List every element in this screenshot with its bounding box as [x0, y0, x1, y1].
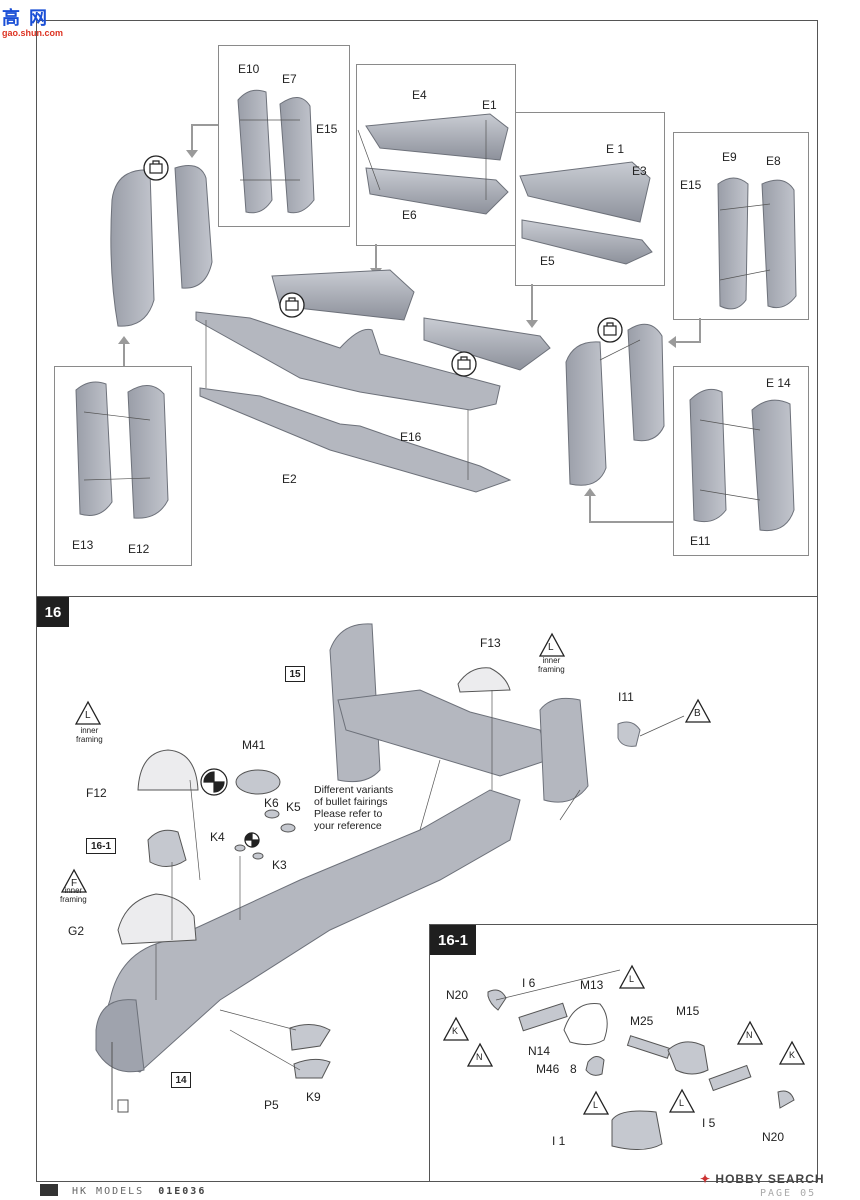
label-8: 8	[570, 1062, 577, 1076]
watermark-text: 高 网	[2, 8, 50, 28]
footer-brand-name: HK MODELS	[72, 1186, 145, 1197]
tri-n1: N	[476, 1052, 483, 1062]
label-m41: M41	[242, 738, 266, 752]
brand-mark	[40, 1184, 58, 1196]
label-f12: F12	[86, 786, 107, 800]
label-m25: M25	[630, 1014, 654, 1028]
label-k5: K5	[286, 800, 301, 814]
label-m15: M15	[676, 1004, 700, 1018]
label-i11: I11	[618, 690, 634, 704]
bullet-fairing-note: Different variants of bullet fairings Pl…	[314, 784, 394, 832]
label-e4: E4	[412, 88, 427, 102]
tri-k1: K	[452, 1026, 459, 1036]
tri-k2: K	[789, 1050, 796, 1060]
label-k9: K9	[306, 1090, 321, 1104]
label-i5: I 5	[702, 1116, 716, 1130]
label-f13: F13	[480, 636, 501, 650]
label-i6: I 6	[522, 976, 536, 990]
label-n20b: N20	[762, 1130, 785, 1144]
label-k3: K3	[272, 858, 287, 872]
site-name: HOBBY SEARCH	[715, 1172, 825, 1186]
label-k6: K6	[264, 796, 279, 810]
tri-n2: N	[746, 1030, 753, 1040]
label-e8: E8	[766, 154, 781, 168]
fin-left-pair	[110, 165, 213, 327]
label-e16: E16	[400, 430, 422, 444]
tri-l2: L	[679, 1098, 685, 1108]
page-frame	[36, 20, 818, 1182]
direction-icon	[200, 768, 260, 848]
label-m13: M13	[580, 978, 604, 992]
ref-step-15: 15	[285, 666, 305, 682]
site-logo: ✦ HOBBY SEARCH	[700, 1172, 825, 1186]
watermark-url: gao.shun.com	[2, 28, 64, 38]
label-e3: E3	[632, 164, 647, 178]
tri-l-letter: L	[548, 642, 554, 653]
label-k4: K4	[210, 830, 225, 844]
label-e1b: E 1	[606, 142, 625, 156]
tri-f-sub: inner framing	[60, 886, 87, 904]
step-number-16-1: 16-1	[430, 925, 476, 955]
footer-brand: HK MODELS 01E036	[72, 1186, 206, 1197]
label-e5: E5	[540, 254, 555, 268]
label-m46: M46	[536, 1062, 560, 1076]
label-e14: E 14	[766, 376, 791, 390]
ref-step-14: 14	[171, 1072, 191, 1088]
tri-f-letter: F	[71, 878, 78, 889]
watermark-logo: 高 网 gao.shun.com	[2, 4, 63, 38]
tri-l-sub: inner framing	[538, 656, 565, 674]
label-e7: E7	[282, 72, 297, 86]
substep-16-1-frame	[429, 924, 817, 1181]
label-e15b: E15	[680, 178, 702, 192]
tri-l1: L	[629, 974, 635, 984]
tri-l3: L	[593, 1100, 599, 1110]
label-e11: E11	[690, 534, 711, 548]
label-e2: E2	[282, 472, 297, 486]
label-i1: I 1	[552, 1134, 566, 1148]
label-e10: E10	[238, 62, 260, 76]
label-g2: G2	[68, 924, 85, 938]
page-number: PAGE 05	[760, 1188, 817, 1199]
step-divider	[36, 596, 817, 597]
ref-step-16-1: 16-1	[86, 838, 116, 854]
label-e15a: E15	[316, 122, 338, 136]
step-number-16: 16	[37, 597, 69, 627]
label-e9: E9	[722, 150, 737, 164]
label-n14: N14	[528, 1044, 551, 1058]
label-e1a: E1	[482, 98, 497, 112]
label-p5: P5	[264, 1098, 279, 1112]
label-e13: E13	[72, 538, 94, 552]
site-logo-icon: ✦	[700, 1172, 712, 1186]
tri-l2-letter: L	[85, 710, 91, 721]
tri-b-letter: B	[694, 708, 701, 719]
label-n20a: N20	[446, 988, 469, 1002]
label-e12: E12	[128, 542, 150, 556]
label-e6: E6	[402, 208, 417, 222]
footer-code: 01E036	[158, 1186, 207, 1197]
tri-l2-sub: inner framing	[76, 726, 103, 744]
